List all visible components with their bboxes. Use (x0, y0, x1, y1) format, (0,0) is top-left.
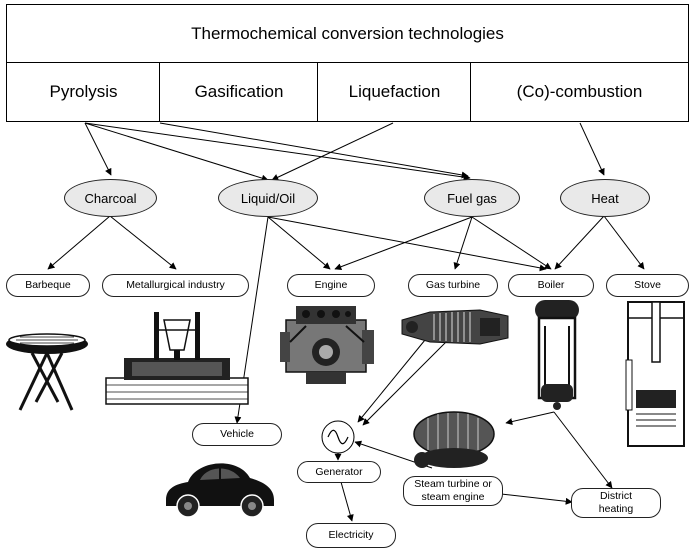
tech-liquefaction: Liquefaction (317, 62, 472, 122)
generator-symbol-icon (321, 420, 355, 454)
diagram-title: Thermochemical conversion technologies (6, 4, 689, 64)
district-line-2: heating (598, 503, 634, 515)
app-electricity: Electricity (306, 523, 396, 548)
app-boiler: Boiler (508, 274, 594, 297)
product-heat: Heat (560, 179, 650, 217)
district-line-1: District (599, 490, 633, 503)
steam-line-2: steam engine (421, 491, 485, 503)
app-metallurgical-industry: Metallurgical industry (102, 274, 249, 297)
app-vehicle: Vehicle (192, 423, 282, 446)
gas-turbine-icon (401, 309, 509, 345)
app-generator: Generator (297, 461, 381, 483)
product-charcoal: Charcoal (64, 179, 157, 217)
product-fuel-gas: Fuel gas (424, 179, 520, 217)
tech-co-combustion: (Co)-combustion (470, 62, 689, 122)
app-stove: Stove (606, 274, 689, 297)
app-barbeque: Barbeque (6, 274, 90, 297)
app-gas-turbine: Gas turbine (408, 274, 498, 297)
product-liquid-oil: Liquid/Oil (218, 179, 318, 217)
steam-line-1: Steam turbine or (414, 478, 492, 491)
tech-pyrolysis: Pyrolysis (6, 62, 161, 122)
stove-icon (625, 301, 685, 447)
barbeque-grill-icon (6, 333, 88, 411)
app-engine: Engine (287, 274, 375, 297)
steam-turbine-icon (413, 411, 495, 468)
vehicle-car-icon (166, 463, 274, 518)
engine-icon (280, 306, 374, 384)
metallurgical-furnace-icon (105, 312, 249, 405)
boiler-icon (535, 300, 579, 410)
tech-gasification: Gasification (159, 62, 319, 122)
